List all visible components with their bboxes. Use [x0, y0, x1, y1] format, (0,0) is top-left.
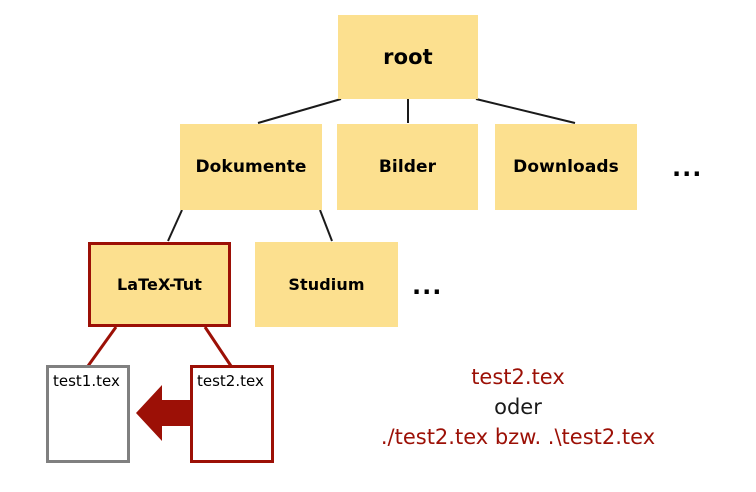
- tree-node-bilder-label: Bilder: [378, 156, 437, 177]
- edge-dokumente-studium: [319, 209, 333, 242]
- edge-root-dokumente: [257, 98, 342, 124]
- caption-block: test2.tex oder ./test2.tex bzw. .\test2.…: [373, 362, 663, 452]
- caption-line-oder: oder: [494, 395, 542, 419]
- file-node-test2[interactable]: test2.tex: [190, 365, 274, 463]
- tree-node-studium-label: Studium: [288, 274, 365, 294]
- tree-node-downloads-label: Downloads: [513, 156, 619, 177]
- tree-node-downloads[interactable]: Downloads: [495, 124, 637, 210]
- arrow-left-icon: [136, 385, 190, 441]
- edge-latextut-test1: [86, 326, 118, 367]
- caption-line-paths: ./test2.tex bzw. .\test2.tex: [380, 425, 656, 449]
- tree-node-bilder[interactable]: Bilder: [337, 124, 478, 210]
- tree-node-dokumente[interactable]: Dokumente: [180, 124, 322, 210]
- file-node-test1-label: test1.tex: [53, 372, 120, 390]
- edge-latextut-test2: [203, 326, 233, 367]
- tree-node-latex-tut[interactable]: LaTeX-Tut: [88, 242, 231, 327]
- file-node-test1[interactable]: test1.tex: [46, 365, 130, 463]
- edge-root-downloads: [475, 98, 576, 124]
- tree-node-studium[interactable]: Studium: [255, 242, 398, 327]
- ellipsis-level2: ...: [672, 154, 703, 182]
- tree-node-dokumente-label: Dokumente: [195, 156, 307, 177]
- file-node-test2-label: test2.tex: [197, 372, 264, 390]
- edge-dokumente-latextut: [167, 209, 183, 242]
- ellipsis-level3: ...: [412, 272, 443, 300]
- tree-node-latex-tut-label: LaTeX-Tut: [116, 274, 203, 294]
- tree-node-root[interactable]: root: [338, 15, 478, 99]
- caption-line-filename: test2.tex: [471, 365, 565, 389]
- tree-node-root-label: root: [383, 44, 433, 69]
